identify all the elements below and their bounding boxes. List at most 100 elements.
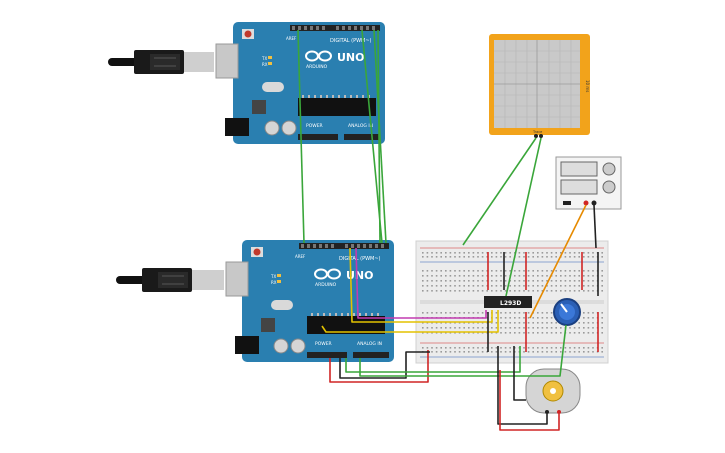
breadboard-hole[interactable]: [477, 280, 479, 282]
breadboard-hole[interactable]: [449, 270, 452, 272]
breadboard-hole[interactable]: [422, 285, 424, 287]
breadboard-hole[interactable]: [601, 280, 603, 282]
breadboard-hole[interactable]: [468, 280, 470, 282]
breadboard-hole[interactable]: [564, 275, 567, 277]
breadboard-hole[interactable]: [454, 312, 456, 314]
breadboard-hole[interactable]: [481, 285, 484, 287]
breadboard-hole[interactable]: [518, 317, 521, 319]
breadboard-hole[interactable]: [500, 256, 502, 258]
breadboard-hole[interactable]: [555, 327, 557, 329]
breadboard-hole[interactable]: [527, 290, 530, 292]
breadboard-hole[interactable]: [527, 317, 530, 319]
breadboard-hole[interactable]: [454, 347, 456, 349]
breadboard-hole[interactable]: [592, 285, 594, 287]
breadboard-hole[interactable]: [578, 252, 580, 254]
breadboard-hole[interactable]: [587, 252, 590, 254]
breadboard-hole[interactable]: [546, 285, 548, 287]
breadboard-hole[interactable]: [523, 270, 525, 272]
breadboard-hole[interactable]: [541, 347, 544, 349]
breadboard-hole[interactable]: [477, 312, 479, 314]
breadboard-hole[interactable]: [523, 322, 525, 324]
breadboard-hole[interactable]: [431, 285, 433, 287]
breadboard-hole[interactable]: [555, 322, 557, 324]
breadboard-hole[interactable]: [546, 317, 548, 319]
breadboard-hole[interactable]: [527, 256, 530, 258]
breadboard-hole[interactable]: [546, 256, 548, 258]
breadboard-hole[interactable]: [541, 270, 544, 272]
breadboard-hole[interactable]: [463, 290, 465, 292]
breadboard-hole[interactable]: [578, 351, 580, 353]
breadboard-hole[interactable]: [500, 270, 502, 272]
breadboard-hole[interactable]: [583, 270, 585, 272]
breadboard-hole[interactable]: [514, 275, 516, 277]
breadboard-hole[interactable]: [564, 290, 567, 292]
breadboard-hole[interactable]: [550, 285, 553, 287]
breadboard-hole[interactable]: [592, 270, 594, 272]
breadboard-hole[interactable]: [555, 290, 557, 292]
breadboard-hole[interactable]: [592, 275, 594, 277]
breadboard-hole[interactable]: [463, 347, 465, 349]
breadboard-hole[interactable]: [546, 322, 548, 324]
breadboard-hole[interactable]: [583, 256, 585, 258]
breadboard-hole[interactable]: [518, 252, 521, 254]
breadboard-hole[interactable]: [537, 256, 539, 258]
breadboard-hole[interactable]: [477, 275, 479, 277]
breadboard-hole[interactable]: [518, 327, 521, 329]
breadboard-hole[interactable]: [477, 256, 479, 258]
breadboard-hole[interactable]: [463, 285, 465, 287]
breadboard-hole[interactable]: [550, 317, 553, 319]
breadboard-hole[interactable]: [601, 332, 603, 334]
breadboard-hole[interactable]: [495, 347, 498, 349]
breadboard-hole[interactable]: [541, 312, 544, 314]
breadboard-hole[interactable]: [546, 252, 548, 254]
wire-5v[interactable]: [329, 350, 429, 383]
breadboard-hole[interactable]: [440, 327, 442, 329]
breadboard-hole[interactable]: [495, 322, 498, 324]
breadboard-hole[interactable]: [495, 285, 498, 287]
breadboard-hole[interactable]: [583, 322, 585, 324]
breadboard-hole[interactable]: [569, 275, 571, 277]
breadboard-hole[interactable]: [592, 280, 594, 282]
breadboard-hole[interactable]: [532, 270, 534, 272]
breadboard-hole[interactable]: [537, 327, 539, 329]
breadboard-hole[interactable]: [587, 285, 590, 287]
breadboard-hole[interactable]: [514, 280, 516, 282]
breadboard-hole[interactable]: [541, 351, 544, 353]
breadboard-hole[interactable]: [518, 275, 521, 277]
breadboard-hole[interactable]: [491, 290, 493, 292]
breadboard-hole[interactable]: [523, 256, 525, 258]
breadboard-hole[interactable]: [569, 327, 571, 329]
breadboard-hole[interactable]: [509, 327, 511, 329]
wire-motor-neg[interactable]: [497, 346, 548, 425]
breadboard-hole[interactable]: [504, 252, 507, 254]
breadboard-hole[interactable]: [495, 280, 498, 282]
breadboard-hole[interactable]: [454, 351, 456, 353]
breadboard-hole[interactable]: [440, 351, 442, 353]
breadboard-hole[interactable]: [422, 280, 424, 282]
breadboard-hole[interactable]: [431, 290, 433, 292]
breadboard-hole[interactable]: [578, 280, 580, 282]
breadboard-hole[interactable]: [449, 285, 452, 287]
breadboard-hole[interactable]: [573, 347, 576, 349]
wire-green-3[interactable]: [377, 29, 381, 244]
breadboard-hole[interactable]: [426, 312, 429, 314]
breadboard-hole[interactable]: [537, 290, 539, 292]
breadboard-hole[interactable]: [587, 275, 590, 277]
breadboard-hole[interactable]: [504, 275, 507, 277]
breadboard-hole[interactable]: [573, 256, 576, 258]
breadboard-hole[interactable]: [537, 317, 539, 319]
breadboard-hole[interactable]: [523, 312, 525, 314]
breadboard-hole[interactable]: [518, 312, 521, 314]
breadboard-hole[interactable]: [592, 327, 594, 329]
breadboard-hole[interactable]: [468, 347, 470, 349]
breadboard-hole[interactable]: [440, 280, 442, 282]
breadboard-hole[interactable]: [564, 252, 567, 254]
breadboard-hole[interactable]: [463, 256, 465, 258]
breadboard-hole[interactable]: [532, 347, 534, 349]
breadboard-hole[interactable]: [422, 327, 424, 329]
voltage-knob[interactable]: [602, 162, 616, 176]
breadboard-hole[interactable]: [500, 280, 502, 282]
breadboard-hole[interactable]: [491, 327, 493, 329]
breadboard-hole[interactable]: [518, 290, 521, 292]
breadboard-hole[interactable]: [587, 347, 590, 349]
